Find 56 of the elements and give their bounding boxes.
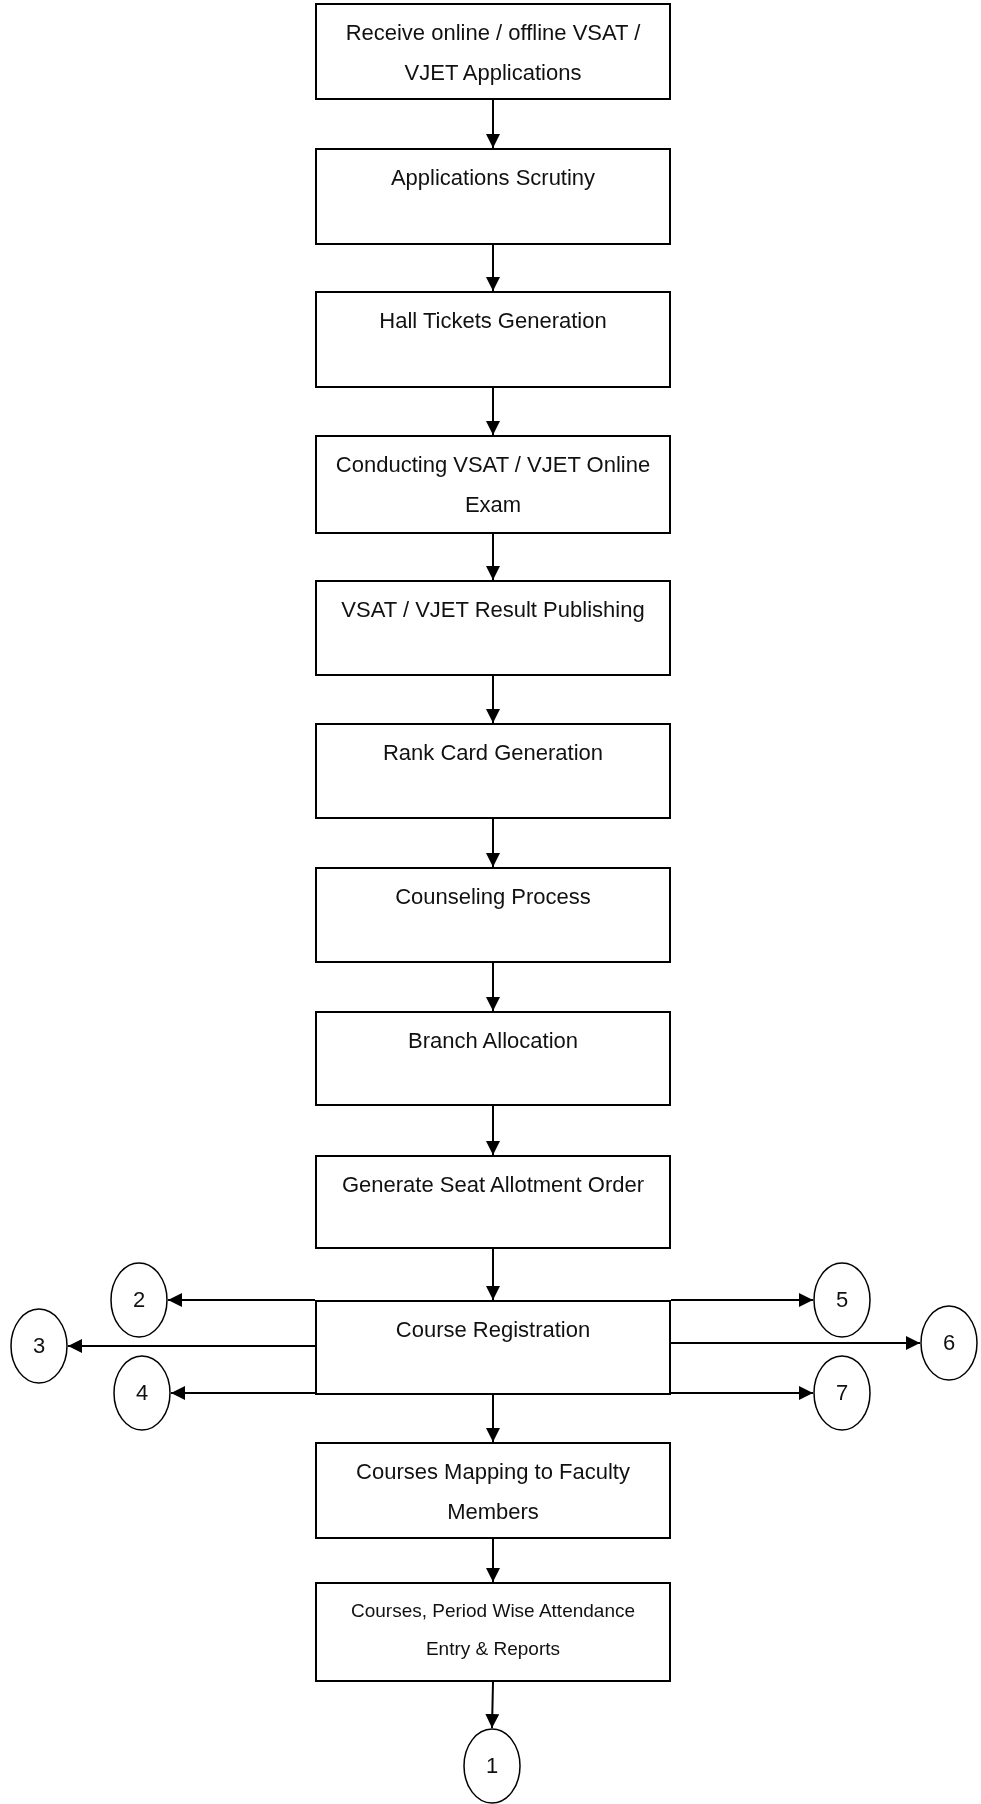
- node-text: 6: [942, 1329, 956, 1357]
- arrow: [485, 1681, 500, 1729]
- arrow: [167, 1293, 316, 1307]
- arrow: [170, 1386, 316, 1400]
- arrow: [67, 1339, 316, 1353]
- connector-circle: [113, 1355, 171, 1431]
- node-text: 1: [485, 1752, 499, 1780]
- arrow: [486, 533, 500, 581]
- node-text: Hall Tickets Generation: [379, 307, 607, 335]
- arrow: [670, 1386, 814, 1400]
- process-box: [315, 1011, 671, 1106]
- arrow: [486, 244, 500, 292]
- node-text: 5: [835, 1286, 849, 1314]
- node-text: 4: [135, 1379, 149, 1407]
- node-text: Course Registration: [395, 1316, 591, 1344]
- connector-circle: [920, 1305, 978, 1381]
- connector-circle: [813, 1355, 871, 1431]
- process-box: [315, 1582, 671, 1682]
- node-text: Courses Mapping to Faculty Members: [355, 1458, 631, 1526]
- arrow: [486, 962, 500, 1012]
- process-box: [315, 580, 671, 676]
- process-box: [315, 148, 671, 245]
- process-box: [315, 1155, 671, 1249]
- node-text: 2: [132, 1286, 146, 1314]
- node-text: 7: [835, 1379, 849, 1407]
- arrow: [486, 1248, 500, 1301]
- node-text: Conducting VSAT / VJET Online Exam: [334, 451, 652, 519]
- arrow: [486, 1394, 500, 1443]
- connector-circle: [10, 1308, 68, 1384]
- arrow: [670, 1336, 921, 1350]
- node-text: Generate Seat Allotment Order: [341, 1171, 645, 1199]
- connector-circle: [813, 1262, 871, 1338]
- node-text: 3: [32, 1332, 46, 1360]
- process-box: [315, 3, 671, 100]
- process-box: [315, 435, 671, 534]
- arrow: [486, 675, 500, 724]
- process-box: [315, 1300, 671, 1395]
- connector-circle: [110, 1262, 168, 1338]
- node-text: Receive online / offline VSAT / VJET Applications: [344, 19, 642, 87]
- arrow: [486, 99, 500, 149]
- node-text: Rank Card Generation: [382, 739, 604, 767]
- node-text: VSAT / VJET Result Publishing: [341, 596, 645, 624]
- node-text: Applications Scrutiny: [390, 164, 596, 192]
- arrow: [486, 387, 500, 436]
- process-box: [315, 867, 671, 963]
- connector-circle: [463, 1728, 521, 1804]
- process-box: [315, 723, 671, 819]
- arrow: [486, 818, 500, 868]
- node-text: Counseling Process: [395, 883, 591, 911]
- process-box: [315, 291, 671, 388]
- arrow: [486, 1538, 500, 1583]
- node-text: Branch Allocation: [408, 1027, 578, 1055]
- process-box: [315, 1442, 671, 1539]
- arrow: [486, 1105, 500, 1156]
- node-text: Courses, Period Wise Attendance Entry & Reports: [349, 1599, 637, 1661]
- arrow: [670, 1293, 814, 1307]
